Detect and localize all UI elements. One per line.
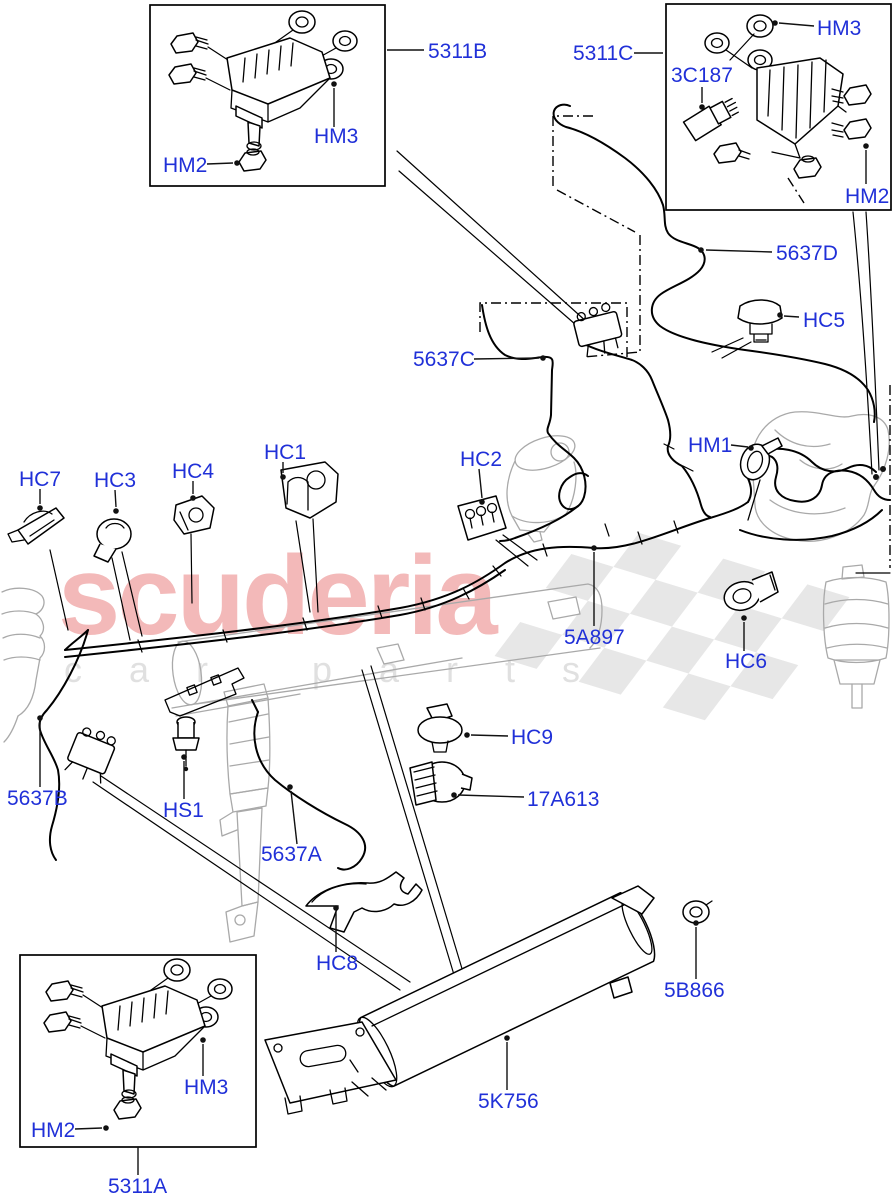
hc9-clip (417, 703, 463, 753)
pipe-axle-lower (739, 509, 883, 541)
part-label-hc6: HC6 (725, 650, 767, 673)
spare-air-spring-faint (506, 435, 577, 543)
dash-outline-right (583, 235, 641, 358)
pipe-5637b (38, 629, 89, 861)
dash-dot-outlines (479, 115, 891, 574)
pipe-bundle-second (64, 569, 506, 658)
part-label-hm2-top: HM2 (163, 154, 207, 177)
part-label-17a613: 17A613 (527, 788, 599, 811)
assembly-pointer-lines (92, 150, 880, 991)
junction-manifold-top (573, 302, 623, 358)
hc3-clip (93, 518, 132, 563)
pipe-5637b-join (64, 629, 89, 651)
hc2-clip (457, 495, 507, 541)
hc1-clip (280, 461, 339, 519)
part-label-hm2-bottom: HM2 (31, 1119, 75, 1142)
part-label-5637b: 5637B (7, 787, 68, 810)
part-label-5637c: 5637C (413, 348, 475, 371)
part-label-hc2: HC2 (460, 448, 502, 471)
small-parts (7, 299, 783, 933)
pipe-5637c (481, 304, 589, 511)
part-label-5637a: 5637A (261, 843, 322, 866)
dash-outline-diagonal (556, 189, 636, 233)
hc5-clip (737, 299, 783, 343)
hm1-clamp (739, 437, 783, 521)
valve-block-5311c (682, 14, 872, 179)
junction-manifold-left (64, 727, 116, 784)
pipe-5637a-stub (251, 699, 259, 713)
part-label-5311a: 5311A (108, 1175, 167, 1198)
box-5311c (665, 3, 892, 211)
part-labels: 5311B HM3 HM2 5311C 3C187 HM3 HM2 5637D … (7, 17, 889, 1198)
part-label-5k756: 5K756 (478, 1090, 539, 1113)
rear-axle-faint (750, 411, 890, 542)
dash-outline-step (552, 115, 594, 186)
part-label-hc3: HC3 (94, 469, 136, 492)
part-label-5637d: 5637D (776, 242, 838, 265)
part-label-hm2-right: HM2 (845, 185, 889, 208)
air-lines (38, 103, 891, 871)
hc4-clip (173, 495, 215, 535)
part-label-hc5: HC5 (803, 309, 845, 332)
faint-background-parts (1, 411, 890, 943)
air-tank-5k756 (264, 885, 656, 1115)
leader-lines (37, 20, 869, 1175)
tank-strap-bracket (164, 667, 245, 717)
part-label-hc8: HC8 (316, 952, 358, 975)
pipe-bundle-5a897 (64, 501, 749, 651)
dash-outline-manifold-box (479, 302, 628, 357)
hc7-clip (7, 507, 65, 545)
part-label-hc1: HC1 (264, 441, 306, 464)
pipe-axle-top (755, 447, 877, 473)
part-label-5a897: 5A897 (564, 626, 625, 649)
part-label-3c187: 3C187 (671, 64, 733, 87)
part-label-hs1: HS1 (163, 799, 204, 822)
hc6-clip (723, 571, 779, 612)
brand-tagline-watermark: car parts (64, 649, 627, 690)
pipe-5637c-tail (499, 505, 579, 542)
pipe-5637a (253, 711, 367, 871)
part-label-hc9: HC9 (511, 726, 553, 749)
sensor-3c187 (682, 97, 739, 142)
box-5311b (149, 4, 386, 187)
brand-watermark: scuderia (58, 533, 498, 658)
part-label-hm3-right: HM3 (817, 17, 861, 40)
part-label-hc7: HC7 (19, 468, 61, 491)
part-label-hm3-top: HM3 (314, 125, 358, 148)
dash-outline-valve-foot (787, 177, 805, 204)
pipe-clips-ticks (137, 443, 694, 653)
part-17a613 (409, 761, 473, 806)
part-5b866-grommet (682, 900, 713, 924)
part-label-5311b: 5311B (428, 40, 487, 63)
hc8-bracket (305, 871, 423, 933)
part-label-5311c: 5311C (573, 42, 633, 65)
hs1-sensor (172, 716, 200, 772)
part-label-5b866: 5B866 (664, 979, 725, 1002)
watermark-layer: scuderia car parts (58, 532, 850, 721)
part-label-hc4: HC4 (172, 460, 214, 483)
pipe-5637d (552, 103, 876, 423)
front-air-spring-faint (1, 587, 46, 743)
part-label-hm1: HM1 (688, 434, 732, 457)
pipe-junction-down (581, 342, 711, 518)
part-label-hm3-bottom: HM3 (184, 1076, 228, 1099)
front-strut-faint (219, 683, 271, 943)
rear-air-spring-faint (822, 564, 890, 709)
valve-block-5311b (168, 10, 358, 172)
